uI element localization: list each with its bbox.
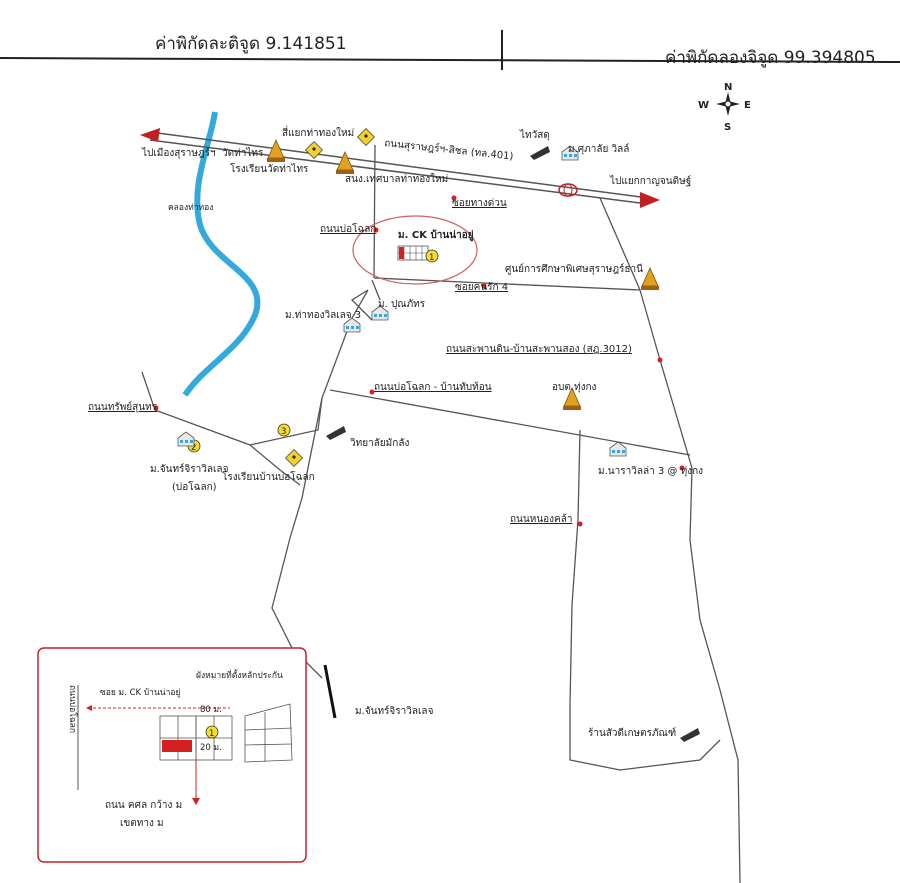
- inset-road-bottom: ถนน คศล กว้าง ม: [105, 799, 182, 811]
- svg-text:ถนนหนองคล้า: ถนนหนองคล้า: [510, 513, 572, 525]
- header-bar: ค่าพิกัดละติจูด 9.141851 ค่าพิกัดลองจิจู…: [0, 0, 900, 68]
- svg-text:(บ่อโฉลก): (บ่อโฉลก): [172, 480, 217, 493]
- compass-s: S: [724, 122, 731, 133]
- ck-plot-grid: [397, 245, 429, 261]
- compass-e: E: [744, 100, 751, 111]
- svg-text:1: 1: [429, 253, 434, 263]
- inset-dim-80: 80 ม.: [200, 705, 222, 715]
- svg-text:โรงเรียนบ้านบ่อโฉลก: โรงเรียนบ้านบ่อโฉลก: [222, 470, 315, 483]
- toyota-logo-icon: [558, 183, 578, 197]
- map-labels: ไปเมืองสุราษฎร์ฯ วัดท่าไทร โรงเรียนวัดท่…: [88, 125, 703, 739]
- svg-text:ไปเมืองสุราษฎร์ฯ: ไปเมืองสุราษฎร์ฯ: [141, 147, 216, 159]
- inset-site-plan: ผังหมายที่ตั้งหลักประกัน ถนนบ่อโฉลก ซอย …: [37, 647, 307, 863]
- inset-plot-highlight: [162, 740, 192, 752]
- svg-text:ถนนสะพานดิน-บ้านสะพานสอง (สฎ.3: ถนนสะพานดิน-บ้านสะพานสอง (สฎ.3012): [446, 343, 632, 355]
- inset-marker: [205, 725, 219, 739]
- shop-building-icon: [680, 728, 700, 742]
- svg-text:ถนนทรัพย์สุนทร: ถนนทรัพย์สุนทร: [88, 401, 158, 413]
- inset-left-road: ถนนบ่อโฉลก: [67, 685, 78, 733]
- marker-3: 3: [277, 423, 291, 437]
- canal-river: [182, 111, 261, 397]
- svg-text:ถนนบ่อโฉลก - บ้านทับท้อน: ถนนบ่อโฉลก - บ้านทับท้อน: [374, 380, 492, 393]
- inset-road-label: ซอย ม. CK บ้านน่าอยู่: [100, 687, 180, 698]
- college-building-icon: [326, 426, 346, 440]
- svg-text:โรงเรียนวัดท่าไทร: โรงเรียนวัดท่าไทร: [230, 162, 309, 175]
- inset-title: ผังหมายที่ตั้งหลักประกัน: [196, 669, 283, 681]
- header-divider: [0, 57, 900, 63]
- svg-text:ม.ศุภาลัย วิลล์: ม.ศุภาลัย วิลล์: [568, 143, 629, 155]
- ck-village-highlight: [352, 215, 478, 285]
- compass-n: N: [724, 82, 732, 93]
- svg-text:สนง.เทศบาลท่าทองใหม่: สนง.เทศบาลท่าทองใหม่: [345, 173, 448, 185]
- svg-text:ซอยทางด่วน: ซอยทางด่วน: [452, 198, 507, 209]
- svg-text:ไทวัสดุ: ไทวัสดุ: [519, 129, 550, 141]
- chan-village-icon: [177, 431, 195, 447]
- thai-watsadu-building-icon: [530, 146, 550, 160]
- longitude-label: ค่าพิกัดลองจิจูด 99.394805: [665, 48, 876, 68]
- svg-text:ม.ท่าทองวิลเลจ 3: ม.ท่าทองวิลเลจ 3: [285, 310, 361, 321]
- south-road-segment: [323, 664, 337, 719]
- latitude-label: ค่าพิกัดละติจูด 9.141851: [155, 34, 347, 54]
- compass-w: W: [698, 100, 709, 111]
- svg-text:ม.นาราวิลล่า 3 @ ทุ่งกง: ม.นาราวิลล่า 3 @ ทุ่งกง: [598, 466, 703, 477]
- svg-text:ไปแยกกาญจนดิษฐ์: ไปแยกกาญจนดิษฐ์: [609, 175, 691, 187]
- bo-kluk-school-sign-icon: [285, 449, 303, 467]
- svg-text:ม. ปุณภัทร: ม. ปุณภัทร: [378, 299, 426, 310]
- svg-text:ม. CK บ้านน่าอยู่: ม. CK บ้านน่าอยู่: [398, 229, 474, 242]
- svg-text:ซอยคนรัก 4: ซอยคนรัก 4: [455, 282, 508, 293]
- svg-text:ม.จันทร์จิราวิลเลจ: ม.จันทร์จิราวิลเลจ: [150, 463, 229, 475]
- svg-text:ร้านสัวดีเกษตรภัณฑ์: ร้านสัวดีเกษตรภัณฑ์: [588, 727, 676, 739]
- svg-text:วัดท่าไทร: วัดท่าไทร: [222, 147, 264, 159]
- svg-text:1: 1: [209, 729, 214, 739]
- traffic-light-icon: [357, 128, 375, 146]
- svg-text:ศูนย์การศึกษาพิเศษสุราษฎร์ธานี: ศูนย์การศึกษาพิเศษสุราษฎร์ธานี: [505, 263, 643, 275]
- special-edu-icon: [640, 267, 660, 291]
- municipal-office-icon: [335, 151, 355, 175]
- nara-villa-icon: [609, 441, 627, 457]
- svg-text:สี่แยกท่าทองใหม่: สี่แยกท่าทองใหม่: [282, 125, 354, 139]
- svg-text:วิทยาลัยมักลัง: วิทยาลัยมักลัง: [350, 438, 410, 449]
- svg-text:3: 3: [281, 427, 286, 437]
- svg-text:ม.จันทร์จิราวิลเลจ: ม.จันทร์จิราวิลเลจ: [355, 705, 434, 717]
- marker-red: [577, 521, 583, 527]
- inset-road-bottom2: เขตทาง ม: [120, 818, 164, 829]
- compass-rose-icon: N S E W: [698, 82, 751, 133]
- svg-text:คลองท่าทอง: คลองท่าทอง: [168, 203, 213, 213]
- inset-dim-20: 20 ม.: [200, 743, 222, 753]
- temple-icon: [266, 139, 286, 163]
- marker-1: 1: [425, 249, 439, 263]
- marker-red: [657, 357, 663, 363]
- school-sign-icon: [305, 141, 323, 159]
- svg-text:ถนนสุราษฎร์ฯ-สิชล (ทล.401): ถนนสุราษฎร์ฯ-สิชล (ทล.401): [384, 137, 514, 163]
- svg-text:ถนนบ่อโฉลก: ถนนบ่อโฉลก: [320, 222, 376, 235]
- svg-text:อบต.ทุ่งกง: อบต.ทุ่งกง: [552, 382, 597, 393]
- svg-text:2: 2: [191, 443, 196, 453]
